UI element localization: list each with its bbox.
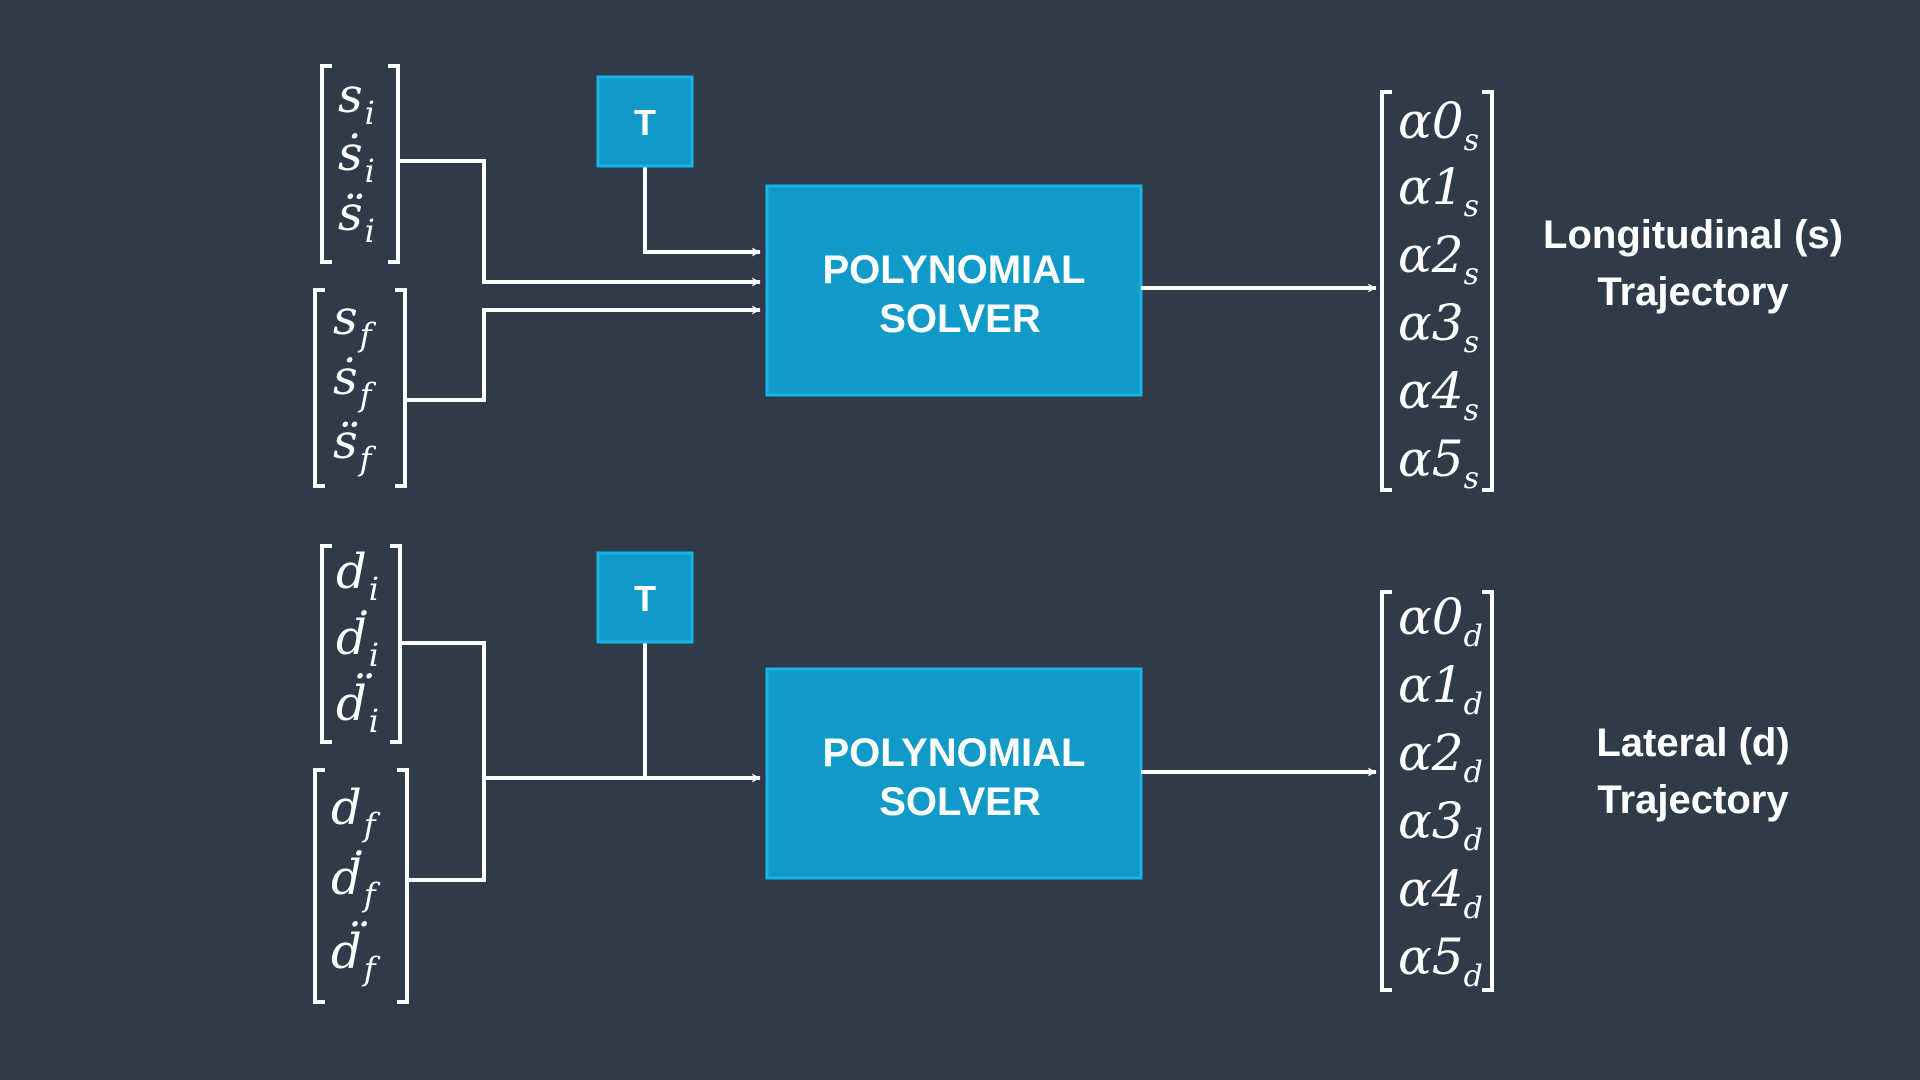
d-solver-label-line1: POLYNOMIAL — [823, 731, 1086, 775]
d-polynomial-solver: POLYNOMIAL SOLVER — [765, 667, 1143, 880]
d-final-left-bracket — [313, 768, 325, 1004]
s-final-left-bracket — [313, 288, 325, 488]
longitudinal-label-line2: Trajectory — [1597, 270, 1789, 314]
s-initial-wire — [398, 159, 761, 287]
s-time-wire — [643, 166, 761, 257]
d-initial-wire — [400, 641, 486, 778]
s-time-horizon-label: T — [634, 102, 656, 143]
top-coefficient-1: α1s — [1398, 158, 1479, 224]
s-solver-label-line1: POLYNOMIAL — [823, 248, 1086, 292]
bottom-initial-entry-0: di — [336, 544, 379, 608]
bottom-initial-entry-1: ḋi — [336, 609, 379, 674]
s-polynomial-solver: POLYNOMIAL SOLVER — [765, 184, 1143, 397]
top-final-entry-1: ṡf — [333, 350, 377, 414]
d-time-horizon-box: T — [596, 551, 694, 644]
s-initial-left-bracket — [320, 64, 332, 264]
d-initial-right-bracket — [390, 544, 402, 744]
d-final-wire — [407, 776, 486, 882]
s-final-right-bracket — [395, 288, 407, 488]
bottom-coefficient-5: α5d — [1398, 928, 1483, 994]
s-final-wire — [405, 305, 761, 402]
bottom-coefficient-3: α3d — [1398, 792, 1483, 858]
top-coefficient-4: α4s — [1398, 362, 1479, 428]
d-time-horizon-label: T — [634, 578, 656, 619]
bottom-coefficient-4: α4d — [1398, 860, 1483, 926]
s-coef-left-bracket — [1380, 90, 1392, 492]
bottom-final-entry-1: ḋf — [331, 849, 381, 914]
lateral-label-line2: Trajectory — [1597, 778, 1789, 822]
top-final-entry-0: sf — [333, 290, 377, 354]
d-coef-right-bracket — [1482, 590, 1494, 992]
top-initial-entry-2: s̈i — [338, 186, 375, 250]
bottom-initial-entry-2: d̈i — [336, 672, 379, 740]
top-initial-entry-0: si — [338, 68, 375, 132]
s-time-horizon-box: T — [596, 75, 694, 168]
s-coef-right-bracket — [1482, 90, 1494, 492]
s-solver-label-line2: SOLVER — [879, 297, 1041, 341]
bottom-final-entry-0: df — [331, 780, 381, 844]
top-coefficient-5: α5s — [1398, 430, 1479, 496]
top-initial-entry-1: ṡi — [338, 126, 375, 190]
d-coef-left-bracket — [1380, 590, 1392, 992]
bottom-coefficient-2: α2d — [1398, 724, 1483, 790]
top-final-entry-2: s̈f — [333, 414, 377, 478]
top-coefficient-0: α0s — [1398, 92, 1479, 158]
bottom-coefficient-0: α0d — [1398, 588, 1483, 654]
s-initial-right-bracket — [388, 64, 400, 264]
top-coefficient-2: α2s — [1398, 226, 1479, 292]
d-initial-left-bracket — [320, 544, 332, 744]
top-coefficient-3: α3s — [1398, 294, 1479, 360]
bottom-final-entry-2: d̈f — [331, 920, 381, 988]
d-solver-label-line2: SOLVER — [879, 780, 1041, 824]
d-final-right-bracket — [397, 768, 409, 1004]
longitudinal-label-line1: Longitudinal (s) — [1543, 213, 1843, 257]
bottom-coefficient-1: α1d — [1398, 656, 1483, 722]
lateral-label-line1: Lateral (d) — [1596, 721, 1789, 765]
